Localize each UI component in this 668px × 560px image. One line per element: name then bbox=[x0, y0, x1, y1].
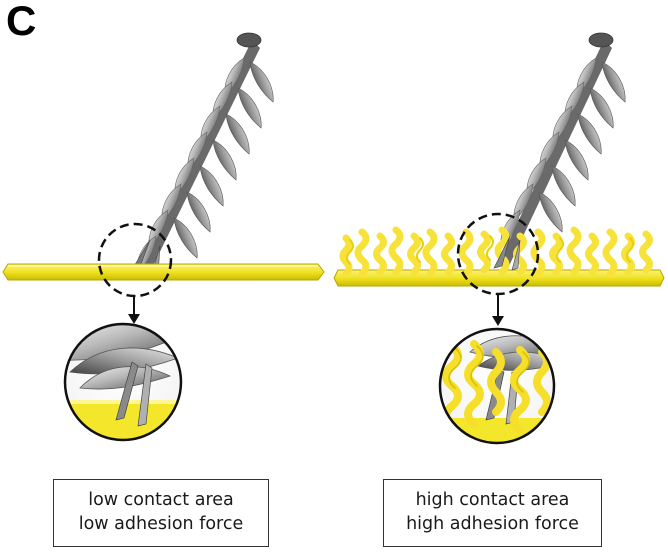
left-arrow-down-icon bbox=[128, 296, 140, 324]
right-fibers bbox=[339, 226, 653, 278]
left-dashed-magnifier-circle bbox=[97, 222, 173, 298]
right-hair-tips bbox=[493, 235, 521, 271]
caption-right-line2: high adhesion force bbox=[406, 514, 579, 534]
right-hair bbox=[492, 32, 633, 268]
caption-left-line2: low adhesion force bbox=[78, 514, 244, 534]
right-zoom-inset bbox=[438, 327, 556, 445]
caption-left-line1: low contact area bbox=[88, 490, 234, 511]
right-arrow-down-icon bbox=[492, 294, 504, 326]
panel-letter: C bbox=[6, 0, 37, 44]
caption-left: low contact area low adhesion force bbox=[53, 479, 269, 547]
caption-right-line1: high contact area bbox=[415, 490, 570, 511]
left-zoom-inset bbox=[63, 322, 183, 442]
left-substrate bbox=[2, 263, 325, 281]
caption-right: high contact area high adhesion force bbox=[383, 479, 602, 547]
left-hair bbox=[127, 32, 281, 281]
